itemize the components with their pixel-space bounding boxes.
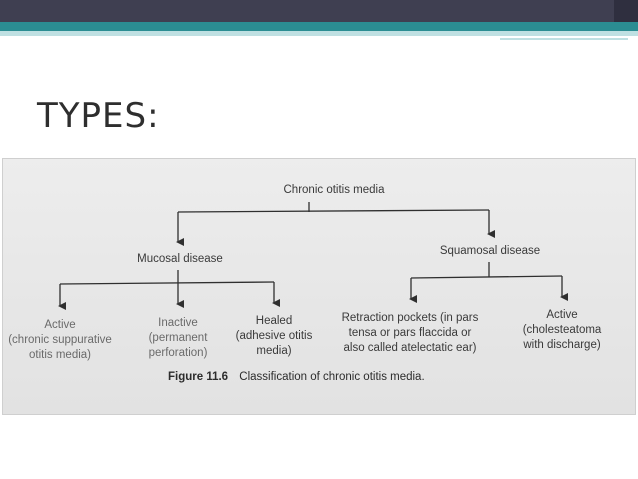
node-root: Chronic otitis media — [264, 183, 404, 198]
slide-accent-line — [500, 38, 628, 40]
node-retraction-pockets-line-2: tensa or pars flaccida or — [348, 327, 472, 339]
node-mucosal-inactive-line-2: (permanent — [148, 332, 208, 344]
node-retraction-pockets-line-1: Retraction pockets (in pars — [341, 312, 479, 324]
classification-figure: Chronic otitis media Mucosal disease Squ… — [2, 158, 636, 415]
node-root-label: Chronic otitis media — [283, 184, 385, 196]
mucosal-bar-line — [59, 281, 275, 285]
slide-top-bar — [0, 0, 638, 22]
node-mucosal-disease: Mucosal disease — [120, 252, 240, 267]
node-mucosal-active: Active (chronic suppurative otitis media… — [0, 318, 122, 363]
node-squamosal-active-line-1: Active — [546, 309, 578, 321]
node-mucosal-inactive: Inactive (permanent perforation) — [130, 316, 226, 361]
node-retraction-pockets: Retraction pockets (in pars tensa or par… — [330, 311, 490, 356]
figure-caption-text: Classification of chronic otitis media. — [239, 371, 425, 383]
figure-caption: Figure 11.6 Classification of chronic ot… — [168, 371, 425, 383]
node-mucosal-active-line-1: Active — [44, 319, 76, 331]
node-mucosal-active-line-3: otitis media) — [29, 349, 91, 361]
node-mucosal-inactive-line-1: Inactive — [158, 317, 198, 329]
node-mucosal-healed: Healed (adhesive otitis media) — [224, 314, 324, 359]
squamosal-bar-line — [410, 275, 563, 279]
figure-caption-label: Figure 11.6 — [168, 371, 229, 383]
slide-top-bar-accent — [614, 0, 638, 22]
slide-accent-band — [0, 22, 638, 31]
node-mucosal-active-line-2: (chronic suppurative — [8, 334, 112, 346]
node-squamosal-active-line-3: with discharge) — [523, 339, 601, 351]
slide-accent-band-light — [0, 31, 638, 36]
node-squamosal-active-line-2: (cholesteatoma — [522, 324, 602, 336]
slide-title: TYPES: — [37, 96, 160, 136]
node-squamosal-active: Active (cholesteatoma with discharge) — [510, 308, 614, 353]
root-bar-line — [177, 209, 490, 213]
node-mucosal-healed-line-2: (adhesive otitis — [235, 330, 313, 342]
node-retraction-pockets-line-3: also called atelectatic ear) — [343, 342, 477, 354]
node-mucosal-healed-line-1: Healed — [255, 315, 293, 327]
node-squamosal-disease: Squamosal disease — [424, 244, 556, 259]
node-mucosal-healed-line-3: media) — [256, 345, 292, 357]
node-mucosal-disease-label: Mucosal disease — [137, 253, 223, 265]
classification-connectors — [58, 202, 568, 310]
node-mucosal-inactive-line-3: perforation) — [148, 347, 208, 359]
node-squamosal-disease-label: Squamosal disease — [439, 245, 541, 257]
